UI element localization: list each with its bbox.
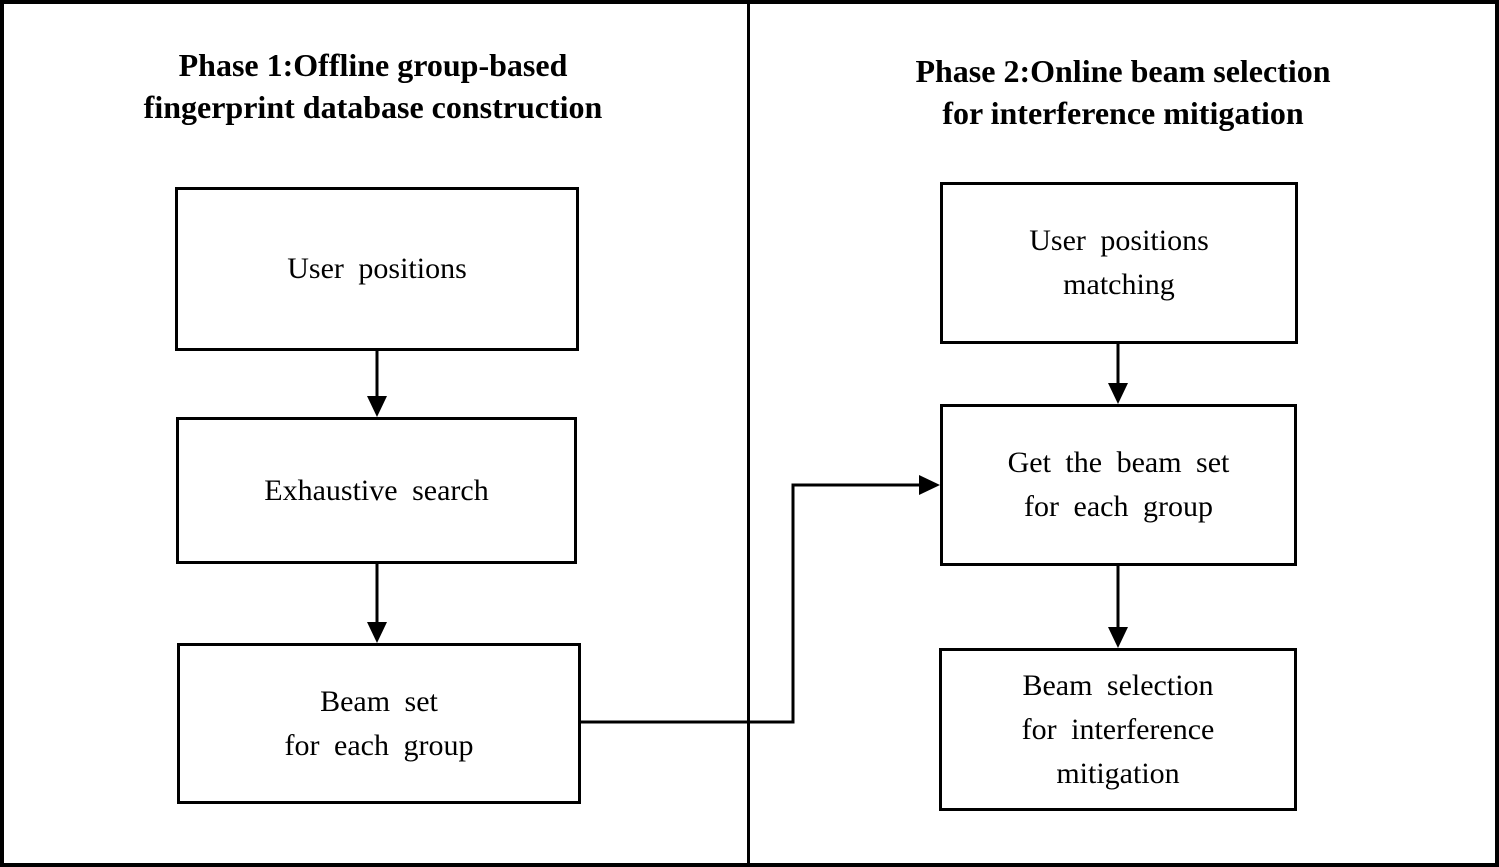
arrow-down-icon-exhaustive-search-to-beam-set: [367, 563, 387, 643]
node-exhaustive-search: Exhaustive search: [176, 417, 577, 564]
arrow-down-icon-get-beam-set-to-beam-selection: [1108, 566, 1128, 648]
node-beam-set-for-each-group: Beam set for each group: [177, 643, 581, 804]
node-beam-selection-interference-mitigation: Beam selection for interference mitigati…: [939, 648, 1297, 811]
node-get-beam-set-for-each-group: Get the beam set for each group: [940, 404, 1297, 566]
arrow-down-icon-user-positions-matching-to-get-beam-set: [1108, 343, 1128, 404]
phase2-title: Phase 2:Online beam selection for interf…: [915, 53, 1331, 131]
node-user-positions-matching: User positions matching: [940, 182, 1298, 344]
node-user-positions: User positions: [175, 187, 579, 351]
arrow-right-icon-beam-set-to-get-beam-set-connector: [579, 475, 940, 724]
phase1-title: Phase 1:Offline group-based fingerprint …: [143, 47, 603, 125]
arrow-down-icon-user-positions-to-exhaustive-search: [367, 351, 387, 417]
phase-divider-line: [747, 0, 750, 867]
